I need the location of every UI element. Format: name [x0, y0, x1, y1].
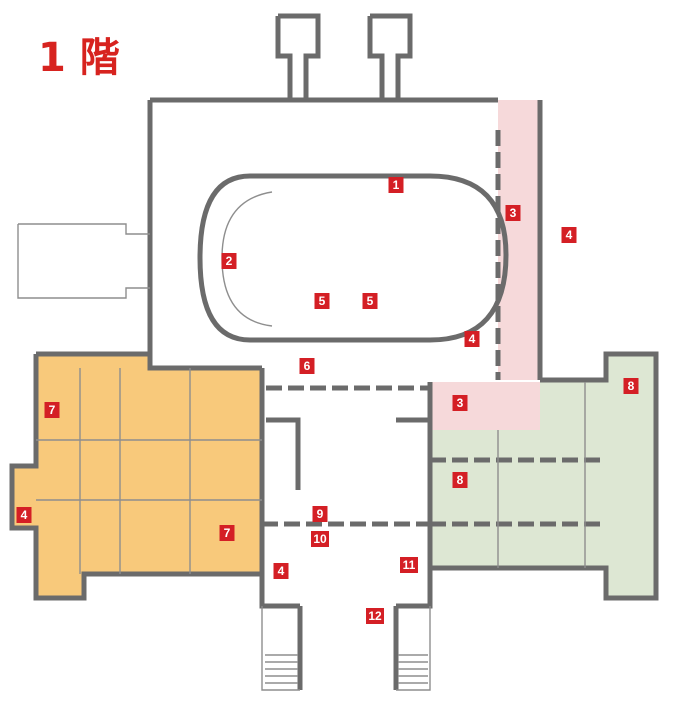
marker-label: 9 — [317, 507, 324, 521]
marker-box — [452, 472, 468, 488]
marker-label: 8 — [457, 473, 464, 487]
marker-box — [273, 563, 289, 579]
marker-box — [16, 507, 32, 523]
marker-label: 10 — [313, 532, 327, 546]
marker-box — [464, 331, 480, 347]
marker-box — [221, 253, 237, 269]
marker-box — [623, 378, 639, 394]
zone-layer — [12, 100, 656, 598]
marker-box — [299, 358, 315, 374]
room-marker-5[interactable]: 5 — [314, 293, 330, 309]
room-marker-12[interactable]: 12 — [366, 608, 384, 624]
room-marker-2[interactable]: 2 — [221, 253, 237, 269]
marker-box — [314, 293, 330, 309]
wall-layer — [9, 13, 659, 691]
marker-box — [505, 205, 521, 221]
marker-label: 12 — [368, 609, 382, 623]
marker-box — [452, 395, 468, 411]
room-marker-4[interactable]: 4 — [273, 563, 289, 579]
zone-southeast-wing — [428, 354, 656, 598]
marker-box — [312, 506, 328, 522]
marker-box — [366, 608, 384, 624]
marker-box — [219, 525, 235, 541]
marker-label: 8 — [628, 379, 635, 393]
marker-box — [44, 402, 60, 418]
marker-box — [388, 177, 404, 193]
marker-box — [311, 531, 329, 547]
marker-box — [561, 227, 577, 243]
room-marker-10[interactable]: 10 — [311, 531, 329, 547]
marker-label: 3 — [510, 206, 517, 220]
room-marker-3[interactable]: 3 — [505, 205, 521, 221]
room-marker-6[interactable]: 6 — [299, 358, 315, 374]
room-marker-7[interactable]: 7 — [219, 525, 235, 541]
marker-label: 11 — [403, 558, 416, 572]
room-marker-4[interactable]: 4 — [561, 227, 577, 243]
zone-west-wing — [12, 354, 262, 598]
marker-label: 3 — [457, 396, 464, 410]
room-marker-7[interactable]: 7 — [44, 402, 60, 418]
marker-box — [400, 557, 418, 573]
room-marker-11[interactable]: 11 — [400, 557, 418, 573]
marker-label: 1 — [393, 178, 400, 192]
room-marker-5[interactable]: 5 — [362, 293, 378, 309]
room-marker-4[interactable]: 4 — [464, 331, 480, 347]
marker-label: 4 — [566, 228, 573, 242]
marker-box — [362, 293, 378, 309]
room-marker-9[interactable]: 9 — [312, 506, 328, 522]
marker-label: 4 — [21, 508, 28, 522]
room-marker-8[interactable]: 8 — [452, 472, 468, 488]
floor-title: 1 階 — [38, 35, 120, 81]
marker-label: 6 — [304, 359, 311, 373]
marker-label: 4 — [278, 564, 285, 578]
marker-label: 7 — [49, 403, 56, 417]
marker-label: 5 — [319, 294, 326, 308]
zone-east-room — [428, 382, 540, 430]
marker-label: 4 — [469, 332, 476, 346]
marker-label: 2 — [226, 254, 233, 268]
room-marker-3[interactable]: 3 — [452, 395, 468, 411]
marker-label: 7 — [224, 526, 231, 540]
room-marker-1[interactable]: 1 — [388, 177, 404, 193]
room-marker-8[interactable]: 8 — [623, 378, 639, 394]
room-marker-4[interactable]: 4 — [16, 507, 32, 523]
zone-east-corridor — [498, 100, 540, 380]
marker-label: 5 — [367, 294, 374, 308]
